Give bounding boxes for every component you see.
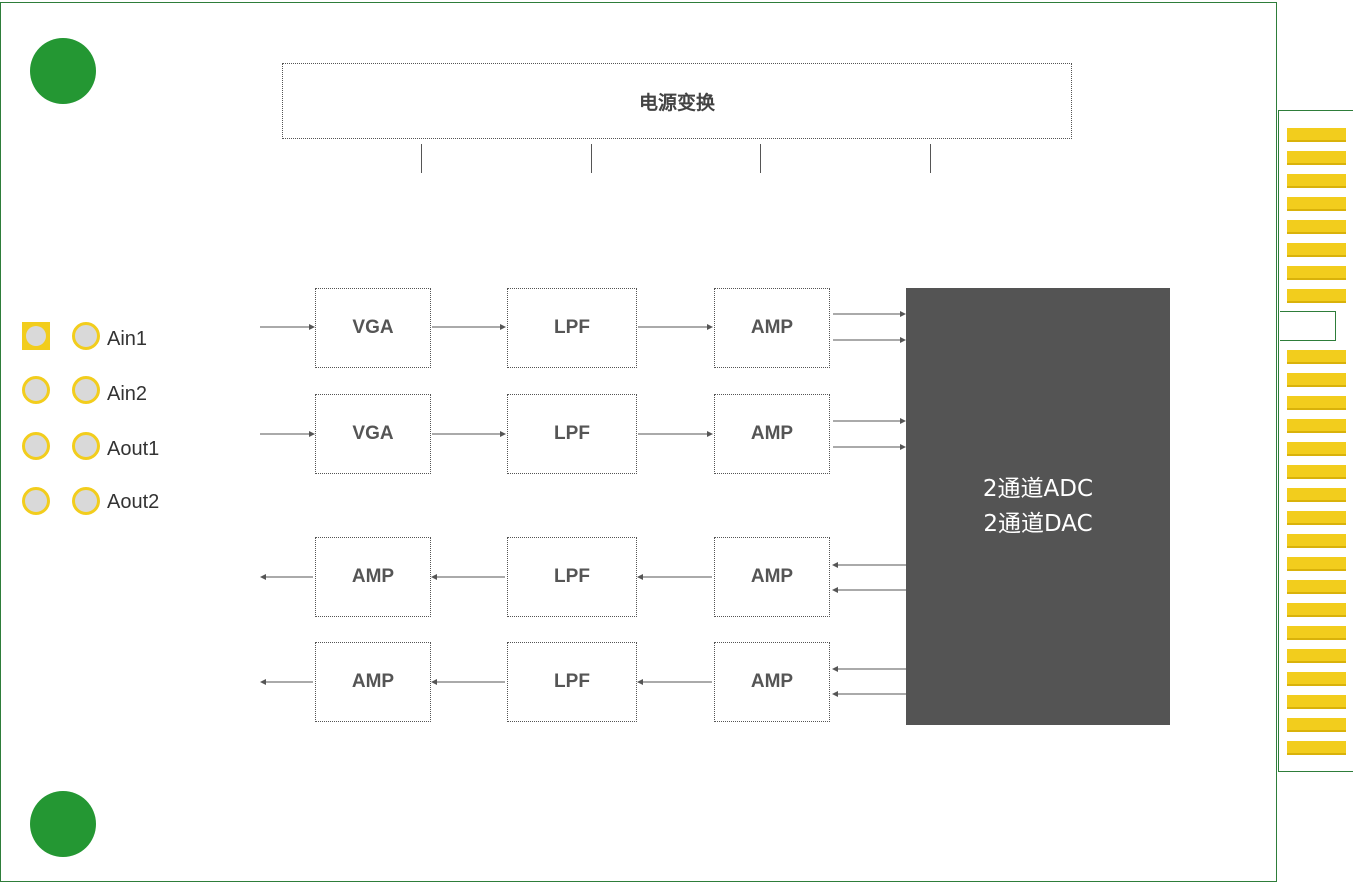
- connector-pin: [1287, 557, 1346, 571]
- vga-block: VGA: [315, 288, 431, 368]
- connector-key-notch: [1280, 311, 1336, 341]
- connector-pin: [1287, 128, 1346, 142]
- connector-pin: [1287, 672, 1346, 686]
- block-label: AMP: [351, 566, 395, 587]
- pad: [72, 432, 100, 460]
- connector-pin: [1287, 396, 1346, 410]
- pad: [72, 322, 100, 350]
- connector-pin: [1287, 649, 1346, 663]
- connector-pin: [1287, 741, 1346, 755]
- pad: [72, 376, 100, 404]
- connector-pin: [1287, 511, 1346, 525]
- connector-pin: [1287, 220, 1346, 234]
- connector-pin: [1287, 266, 1346, 280]
- pad-label-aout2: Aout2: [107, 491, 160, 513]
- lpf-block: LPF: [507, 537, 637, 617]
- connector-pin: [1287, 350, 1346, 364]
- block-label: LPF: [554, 317, 590, 338]
- pad: [22, 432, 50, 460]
- connector-pin: [1287, 151, 1346, 165]
- pad-label-ain2: Ain2: [107, 383, 148, 405]
- connector-pin: [1287, 419, 1346, 433]
- pad: [22, 487, 50, 515]
- connector-pin: [1287, 603, 1346, 617]
- lpf-block: LPF: [507, 288, 637, 368]
- connector-pin: [1287, 197, 1346, 211]
- amp-block: AMP: [714, 537, 830, 617]
- connector-pin: [1287, 174, 1346, 188]
- connector-pin: [1287, 580, 1346, 594]
- power-conversion-label: 电源变换: [638, 91, 715, 114]
- amp-block: AMP: [315, 537, 431, 617]
- connector-pin: [1287, 626, 1346, 640]
- mounting-hole-top: [30, 38, 96, 104]
- connector-pin: [1287, 718, 1346, 732]
- power-rail-line: [930, 144, 931, 173]
- block-label: AMP: [351, 671, 395, 692]
- power-rail-line: [591, 144, 592, 173]
- connector-pin: [1287, 488, 1346, 502]
- pad-square: [22, 322, 50, 350]
- block-label: LPF: [554, 671, 590, 692]
- connector-pin: [1287, 373, 1346, 387]
- block-label: AMP: [750, 317, 794, 338]
- power-rail-line: [760, 144, 761, 173]
- power-rail-line: [421, 144, 422, 173]
- edge-connector: [1278, 110, 1353, 772]
- lpf-block: LPF: [507, 394, 637, 474]
- pad: [72, 487, 100, 515]
- mounting-hole-bottom: [30, 791, 96, 857]
- amp-block: AMP: [315, 642, 431, 722]
- block-label: AMP: [750, 423, 794, 444]
- block-label: LPF: [554, 423, 590, 444]
- connector-pin: [1287, 289, 1346, 303]
- adc-dac-chip: 2通道ADC 2通道DAC: [906, 288, 1170, 725]
- block-label: VGA: [352, 317, 394, 338]
- block-label: VGA: [352, 423, 394, 444]
- block-label: AMP: [750, 671, 794, 692]
- amp-block: AMP: [714, 642, 830, 722]
- amp-block: AMP: [714, 288, 830, 368]
- power-conversion-block: 电源变换: [282, 63, 1072, 139]
- chip-label-dac: 2通道DAC: [983, 510, 1093, 537]
- pcb-board: [0, 2, 1277, 882]
- connector-pin: [1287, 243, 1346, 257]
- chip-label-adc: 2通道ADC: [982, 475, 1094, 502]
- connector-pin: [1287, 465, 1346, 479]
- connector-pin: [1287, 534, 1346, 548]
- block-label: LPF: [554, 566, 590, 587]
- connector-pin: [1287, 442, 1346, 456]
- vga-block: VGA: [315, 394, 431, 474]
- connector-pin: [1287, 695, 1346, 709]
- pad: [22, 376, 50, 404]
- pad-label-aout1: Aout1: [107, 438, 160, 460]
- amp-block: AMP: [714, 394, 830, 474]
- lpf-block: LPF: [507, 642, 637, 722]
- pad-label-ain1: Ain1: [107, 328, 148, 350]
- block-label: AMP: [750, 566, 794, 587]
